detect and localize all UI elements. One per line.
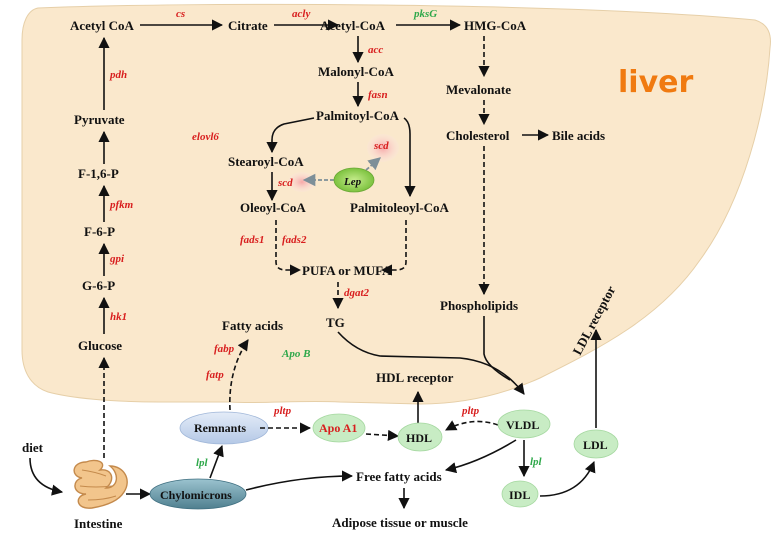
ldl-label: LDL: [583, 438, 608, 452]
enzyme-elovl6: elovl6: [192, 131, 219, 143]
glucose: Glucose: [78, 338, 122, 353]
arrow-to-pufa-right: [380, 220, 407, 276]
enzyme-acc: acc: [368, 44, 383, 56]
fatty-acids: Fatty acids: [222, 318, 283, 333]
arrow-vldl-to-ffa: [444, 439, 517, 474]
chylomicrons-node: [149, 478, 247, 510]
acetyl-coa-left: Acetyl CoA: [70, 18, 135, 33]
palmitoleoyl-coa: Palmitoleoyl-CoA: [350, 200, 450, 215]
vldl-label: VLDL: [506, 418, 539, 432]
lep-label: Lep: [343, 176, 362, 188]
oleoyl-coa: Oleoyl-CoA: [240, 200, 306, 215]
stearoyl-coa: Stearoyl-CoA: [228, 154, 304, 169]
chylomicrons-label: Chylomicrons: [160, 488, 232, 502]
enzyme-pdh: pdh: [109, 69, 127, 81]
apo-a1-label: Apo A1: [319, 421, 357, 435]
hmg-coa: HMG-CoA: [464, 18, 527, 33]
mevalonate: Mevalonate: [446, 82, 511, 97]
arrow-elovl6: [266, 117, 315, 154]
cholesterol: Cholesterol: [446, 128, 510, 143]
enzyme-pltp-left: pltp: [273, 405, 292, 417]
arrow-lpl-left: [209, 444, 224, 479]
arrow-idl-to-ldl: [539, 460, 596, 497]
enzyme-lpl-right: lpl: [530, 456, 543, 468]
arrow-apoa1-to-hdl: [365, 429, 400, 441]
palmitoyl-coa: Palmitoyl-CoA: [316, 108, 400, 123]
arrow-diet-to-intestine: [29, 457, 64, 496]
arrow-phospholipids-to-vldl: [483, 316, 511, 381]
free-fatty-acids: Free fatty acids: [356, 469, 442, 484]
enzyme-fabp: fabp: [214, 343, 235, 355]
enzyme-lpl-left: lpl: [196, 457, 209, 469]
citrate: Citrate: [228, 18, 268, 33]
idl-label: IDL: [509, 488, 530, 502]
hdl-label: HDL: [406, 431, 432, 445]
arrow-vldl-to-hdl: [445, 420, 499, 431]
hdl-receptor: HDL receptor: [376, 370, 454, 385]
enzyme-fads2: fads2: [282, 234, 307, 246]
scd-right-glow: [367, 134, 399, 162]
intestine-label: Intestine: [74, 516, 123, 531]
intestine-icon: [73, 459, 128, 509]
enzyme-scd-right: scd: [373, 140, 389, 152]
bile-acids: Bile acids: [552, 128, 605, 143]
liver-shape: [21, 3, 771, 405]
enzyme-fads1: fads1: [240, 234, 264, 246]
phospholipids: Phospholipids: [440, 298, 518, 313]
enzyme-hk1: hk1: [110, 311, 127, 323]
remnants-label: Remnants: [194, 421, 246, 435]
malonyl-coa: Malonyl-CoA: [318, 64, 394, 79]
adipose-tissue-or-muscle: Adipose tissue or muscle: [332, 515, 468, 530]
arrow-tg-to-vldl: [337, 331, 525, 395]
enzyme-fatp: fatp: [206, 369, 224, 381]
pyruvate: Pyruvate: [74, 112, 125, 127]
liver-label: liver: [618, 65, 693, 100]
idl-node: [501, 480, 539, 508]
enzyme-fasn: fasn: [368, 89, 388, 101]
f16p: F-1,6-P: [78, 166, 119, 181]
enzyme-pltp-right: pltp: [461, 405, 480, 417]
g6p: G-6-P: [82, 278, 115, 293]
lep-node: [333, 167, 375, 193]
enzyme-apo-b: Apo B: [281, 348, 310, 360]
arrow-to-palmitoleoyl: [403, 117, 416, 198]
arrow-remnants-to-fatty-acids: [229, 339, 249, 411]
vldl-node: [497, 409, 551, 439]
pufa-or-mufa: PUFA or MUFA: [302, 263, 392, 278]
arrow-to-pufa-left: [275, 220, 302, 276]
apo-a1-node: [312, 413, 366, 443]
enzyme-acly: acly: [292, 8, 310, 20]
f6p: F-6-P: [84, 224, 115, 239]
lep-arrow-right: [365, 157, 381, 171]
enzyme-pksg: pksG: [413, 8, 437, 20]
ldl-node: [573, 429, 619, 459]
enzyme-pfkm: pfkm: [109, 199, 134, 211]
enzyme-gpi: gpi: [109, 253, 125, 265]
diet: diet: [22, 440, 44, 455]
hdl-node: [397, 422, 443, 452]
enzyme-cs: cs: [176, 8, 185, 20]
enzyme-dgat2: dgat2: [344, 287, 370, 299]
acetyl-coa-mid: Acetyl-CoA: [320, 18, 386, 33]
arrow-chylo-to-ffa: [245, 470, 354, 491]
tg: TG: [326, 315, 345, 330]
enzyme-scd-left: scd: [277, 177, 293, 189]
